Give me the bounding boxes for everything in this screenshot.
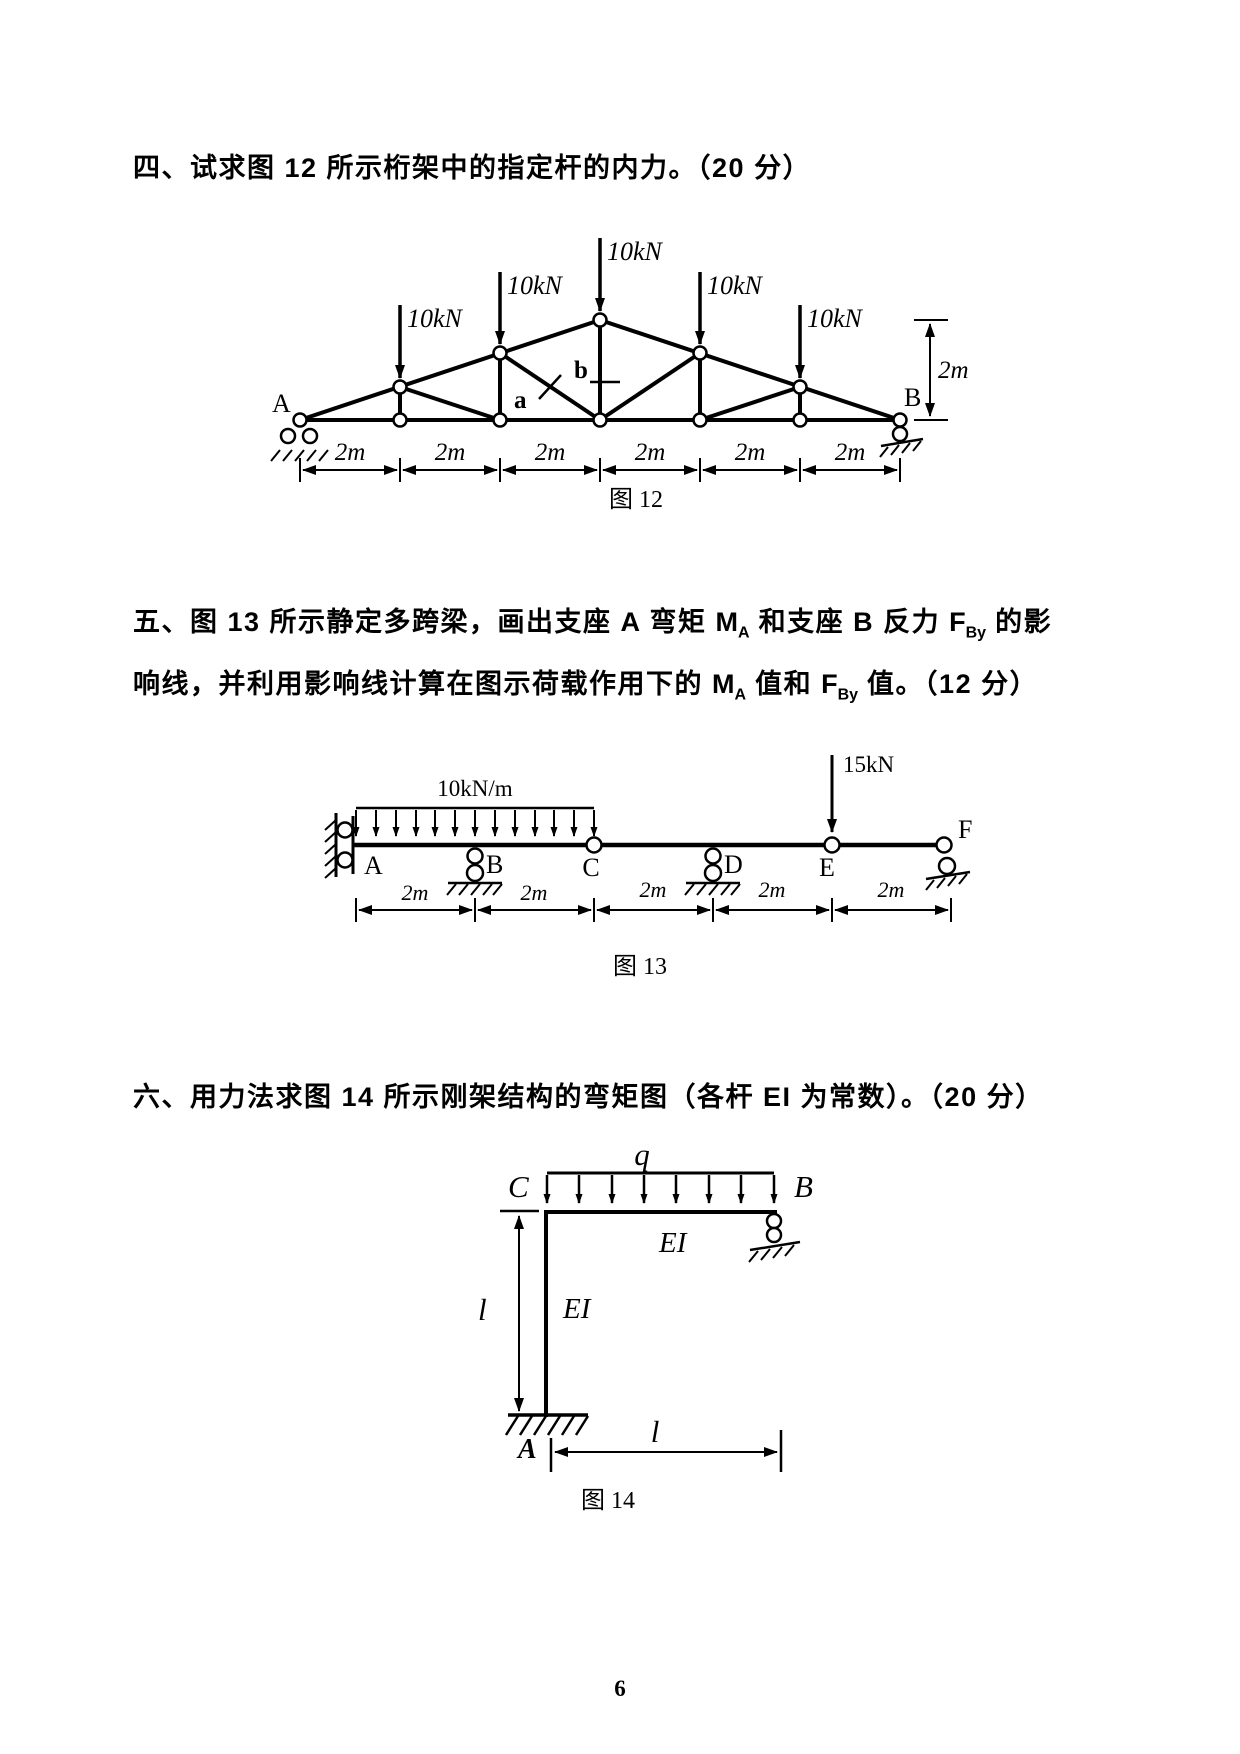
frame-width-label: l [651,1414,660,1449]
truss-load-arrows [395,238,805,379]
p5l2-post: 值。（12 分） [858,669,1039,699]
load-label-2: 10kN [507,271,564,300]
p5l1-mid: 和支座 B 反力 [749,607,950,637]
p5l1-MA: MA [715,607,750,642]
span-label-1: 2m [335,439,366,466]
beam-node-D-label: D [724,850,743,879]
truss-dimension-line [299,458,901,482]
figure14-caption: 图 14 [581,1488,635,1514]
p5l1-pre: 五、图 13 所示静定多跨梁，画出支座 A 弯矩 [133,607,716,637]
distributed-load-label: 10kN/m [437,776,513,801]
beam-node-E-label: E [819,853,835,882]
load-label-3: 10kN [607,237,664,266]
p5l1-FBy: FBy [949,607,987,642]
frame-column-EI-label: EI [562,1293,592,1325]
frame-node-A-label: A [516,1434,537,1465]
beam-node-B-label: B [486,850,503,879]
load-label-5: 10kN [807,304,864,333]
problem4-title: 四、试求图 12 所示桁架中的指定杆的内力。（20 分） [133,153,812,183]
truss-members [298,318,902,422]
problem6-title: 六、用力法求图 14 所示刚架结构的弯矩图（各杆 EI 为常数）。（20 分） [133,1082,1044,1112]
beam-span-3: 2m [640,877,667,902]
member-a-slash [538,374,562,400]
figure14-frame-diagram: q C B EI EI l A l [478,1137,813,1514]
beam-span-5: 2m [878,877,905,902]
frame-members [544,1210,777,1417]
p5l2-pre: 响线，并利用影响线计算在图示荷载作用下的 [133,669,713,699]
frame-distributed-load [543,1171,778,1204]
beam-span-2: 2m [521,880,548,905]
frame-width-dimension [549,1430,783,1472]
frame-node-B-label: B [794,1169,813,1204]
span-label-4: 2m [635,439,666,466]
frame-height-dimension [500,1209,539,1412]
beam-distributed-load [352,806,598,837]
beam-support-B-roller [446,847,503,896]
span-label-3: 2m [535,439,566,466]
frame-load-label: q [634,1137,650,1172]
beam-node-F-label: F [958,815,972,844]
beam-support-F-roller [925,836,971,891]
page-number: 6 [614,1676,626,1701]
truss-node-A-label: A [272,389,291,418]
truss-joints [292,312,908,428]
hinge-C [585,836,603,854]
p5l1-post: 的影 [986,607,1053,637]
beam-dimension-line [355,898,952,922]
truss-node-B-label: B [904,383,921,412]
frame-support-A-fixed [504,1413,590,1436]
figure12-truss-diagram: 10kN 10kN 10kN 10kN 10kN A B [270,237,969,513]
problem5-title-line1: 五、图 13 所示静定多跨梁，画出支座 A 弯矩 MA 和支座 B 反力 FBy… [133,600,1052,642]
beam-node-A-label: A [364,851,383,880]
truss-support-B-roller [879,425,924,458]
member-a-label: a [514,387,527,414]
beam-span-1: 2m [402,880,429,905]
load-label-4: 10kN [707,271,764,300]
truss-height-label: 2m [938,357,969,384]
figure12-caption: 图 12 [609,487,663,513]
beam-node-C-label: C [582,853,599,882]
frame-beam-EI-label: EI [658,1227,688,1259]
frame-support-B-roller [748,1212,801,1263]
p5l2-MA: MA [712,669,747,704]
point-load-label: 15kN [843,752,895,777]
beam-span-4: 2m [759,877,786,902]
load-label-1: 10kN [407,304,464,333]
truss-height-dimension [914,319,948,421]
beam-support-A-guided [324,813,355,879]
hinge-E [823,836,841,854]
figure13-beam-diagram: 10kN/m 15kN A B C D E [324,752,972,980]
frame-height-label: l [478,1292,487,1327]
p5l2-FBy: FBy [821,669,859,704]
span-label-5: 2m [735,439,766,466]
span-label-2: 2m [435,439,466,466]
figure13-caption: 图 13 [613,954,667,980]
member-b-label: b [574,357,588,384]
problem5-title-line2: 响线，并利用影响线计算在图示荷载作用下的 MA 值和 FBy 值。（12 分） [133,662,1038,704]
frame-node-C-label: C [508,1169,529,1204]
beam-support-D-roller [684,847,741,896]
p5l2-mid: 值和 [746,669,822,699]
span-label-6: 2m [835,439,866,466]
truss-support-A-pin [270,427,329,462]
